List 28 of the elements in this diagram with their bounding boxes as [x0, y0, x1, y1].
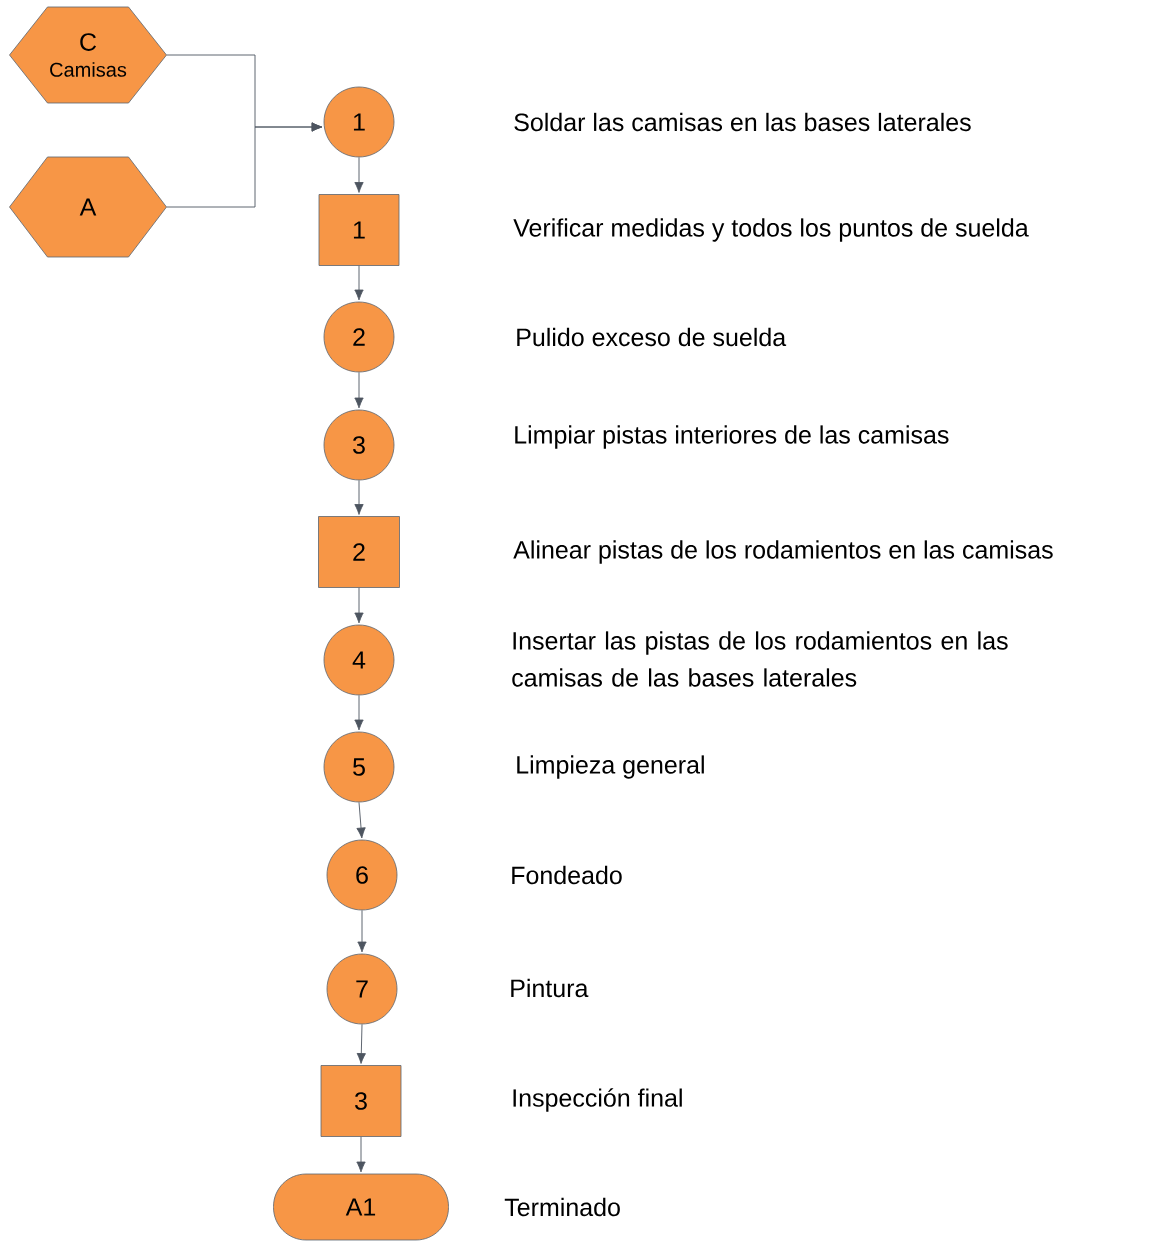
- inspection-square: 1: [318, 194, 400, 266]
- arrow: [354, 371, 364, 409]
- step-description: Limpieza general: [517, 755, 704, 779]
- arrow: [354, 265, 364, 301]
- step-description: Pintura: [511, 978, 589, 998]
- inspection-square: 2: [318, 516, 400, 588]
- step-description: Terminado: [504, 1197, 620, 1217]
- arrow: [357, 909, 367, 953]
- step-description: Inspección final: [513, 1088, 682, 1112]
- step-description: Pulido exceso de suelda: [517, 327, 787, 347]
- terminal-oval: A1: [273, 1173, 449, 1241]
- arrow: [356, 1136, 366, 1173]
- arrow: [356, 1023, 366, 1064]
- arrow: [356, 801, 366, 839]
- inspection-square: 3: [320, 1065, 402, 1137]
- step-description: Alinear pistas de los rodamientos en las camisas: [513, 540, 1053, 564]
- step-description: Limpiar pistas interiores de las camisas: [515, 425, 949, 449]
- step-description: Verificar medidas y todos los puntos de suelda: [513, 218, 1029, 242]
- connector-hexagon: C Camisas: [9, 6, 167, 104]
- arrow: [354, 694, 364, 731]
- step-description: Insertar las pistas de los rodamientos en las camisas de las bases laterales: [512, 631, 1008, 687]
- step-description: Soldar las camisas en las bases laterales: [514, 112, 971, 132]
- arrow: [166, 122, 323, 208]
- step-description: Fondeado: [512, 865, 622, 885]
- connector-hexagon: A: [9, 156, 167, 258]
- arrow: [354, 587, 364, 624]
- arrow: [354, 156, 364, 193]
- arrow: [354, 479, 364, 515]
